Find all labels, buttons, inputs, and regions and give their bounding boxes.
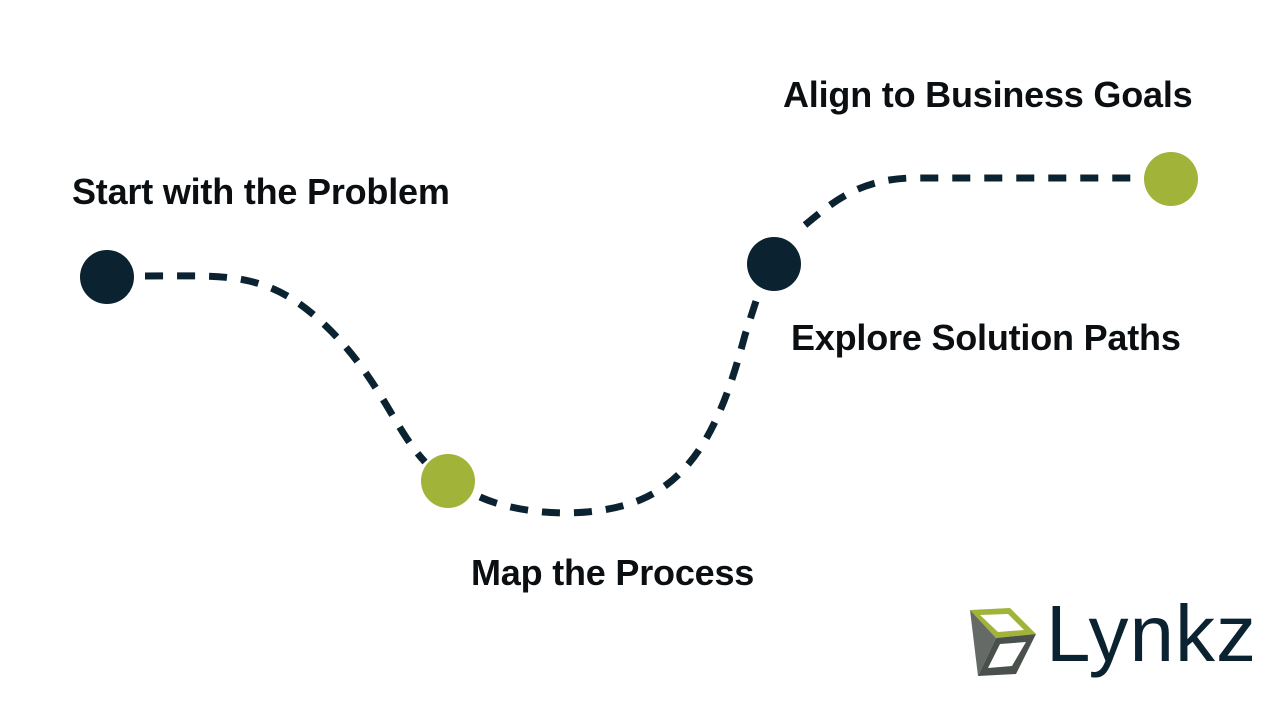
step-label-explore-solution-paths: Explore Solution Paths	[791, 317, 1181, 358]
connector-1-2	[144, 272, 428, 465]
step-node-2	[421, 454, 475, 508]
step-label-map-the-process: Map the Process	[471, 552, 755, 593]
logo-wordmark: Lynkz	[1046, 589, 1258, 678]
step-node-4	[1144, 152, 1198, 206]
lynkz-logo: Lynkz	[966, 594, 1256, 695]
step-label-start-with-the-problem: Start with the Problem	[72, 171, 450, 212]
connector-3-4	[802, 174, 1135, 228]
step-label-align-to-business-goals: Align to Business Goals	[783, 74, 1193, 115]
lynkz-leaf-icon	[970, 608, 1036, 676]
step-node-1	[80, 250, 134, 304]
step-node-3	[747, 237, 801, 291]
connector-2-3	[478, 296, 761, 517]
